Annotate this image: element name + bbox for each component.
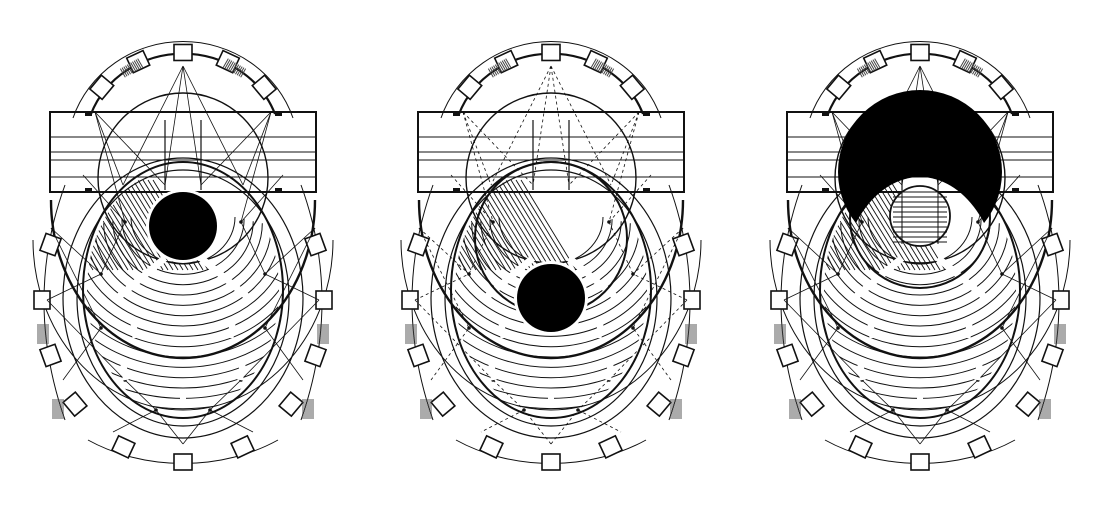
plan-3: [769, 41, 1071, 471]
buttress-box: [456, 74, 483, 101]
stair-hatch: [37, 324, 49, 344]
buttress-box: [303, 343, 328, 368]
buttress-box: [478, 434, 505, 459]
auditorium-rings: [770, 157, 1070, 471]
stair-hatch: [302, 399, 314, 419]
buttress-box: [315, 290, 333, 310]
buttress-box: [229, 434, 256, 459]
highlight-hemisphere: [838, 90, 1002, 254]
stair-hatch: [487, 58, 512, 78]
plan-1: [32, 41, 334, 471]
stage-block: [417, 111, 685, 193]
buttress-box: [683, 290, 701, 310]
buttress-box: [33, 290, 51, 310]
buttress-box: [1052, 290, 1070, 310]
buttress-box: [406, 343, 431, 368]
buttress-box: [429, 390, 457, 418]
buttress-box: [1014, 390, 1042, 418]
buttress-box: [645, 390, 673, 418]
buttress-box: [1040, 343, 1065, 368]
stair-hatch: [789, 399, 801, 419]
highlight-disc: [149, 192, 217, 260]
buttress-box: [541, 43, 561, 62]
highlight-disc: [517, 264, 585, 332]
buttress-box: [110, 434, 137, 459]
stair-hatch: [119, 58, 144, 78]
buttress-box: [406, 232, 431, 257]
buttress-box: [825, 74, 852, 101]
buttress-box: [401, 290, 419, 310]
buttress-box: [775, 343, 800, 368]
stage-tower: [809, 41, 1031, 119]
auditorium-rings: [401, 157, 701, 471]
stair-hatch: [685, 324, 697, 344]
stage-tower: [440, 41, 662, 119]
buttress-box: [910, 43, 930, 62]
buttress-box: [775, 232, 800, 257]
buttress-box: [597, 434, 624, 459]
buttress-box: [88, 74, 115, 101]
stair-hatch: [420, 399, 432, 419]
buttress-box: [38, 232, 63, 257]
buttress-box: [671, 232, 696, 257]
stair-hatch: [1039, 399, 1051, 419]
auditorium-rings: [33, 157, 333, 471]
sightline-web: [46, 65, 320, 445]
buttress-box: [61, 390, 89, 418]
stair-hatch: [405, 324, 417, 344]
stair-hatch: [774, 324, 786, 344]
stair-hatch: [1054, 324, 1066, 344]
stair-hatch: [670, 399, 682, 419]
buttress-box: [770, 290, 788, 310]
buttress-box: [988, 74, 1015, 101]
stair-hatch: [317, 324, 329, 344]
buttress-box: [303, 232, 328, 257]
buttress-box: [798, 390, 826, 418]
stair-hatch: [590, 58, 615, 78]
stair-hatch: [52, 399, 64, 419]
stair-hatch: [222, 58, 247, 78]
buttress-box: [251, 74, 278, 101]
buttress-box: [619, 74, 646, 101]
buttress-box: [173, 453, 193, 471]
stage-block: [49, 111, 317, 193]
buttress-box: [847, 434, 874, 459]
buttress-box: [541, 453, 561, 471]
stair-hatch: [856, 58, 881, 78]
buttress-box: [910, 453, 930, 471]
buttress-box: [38, 343, 63, 368]
buttress-box: [173, 43, 193, 62]
buttress-box: [277, 390, 305, 418]
sightline-web: [414, 65, 688, 445]
buttress-box: [671, 343, 696, 368]
stage-tower: [72, 41, 294, 119]
buttress-box: [1040, 232, 1065, 257]
buttress-box: [966, 434, 993, 459]
plan-2: [400, 41, 702, 471]
stair-hatch: [959, 58, 984, 78]
